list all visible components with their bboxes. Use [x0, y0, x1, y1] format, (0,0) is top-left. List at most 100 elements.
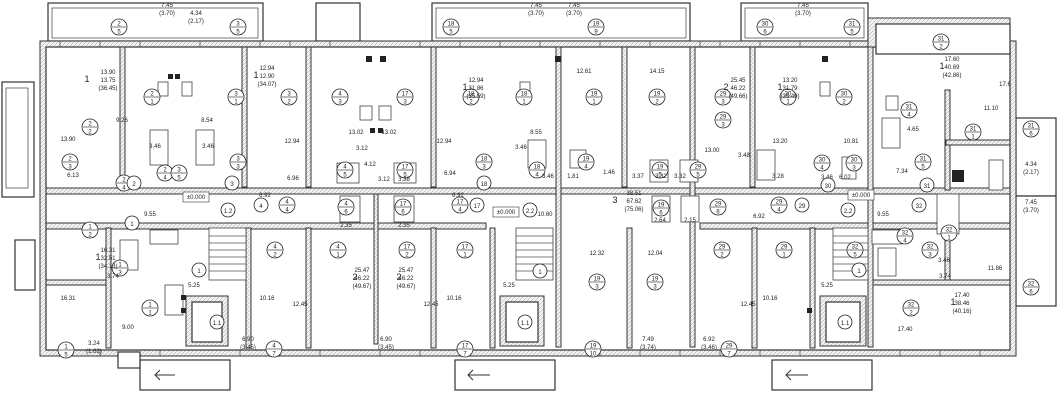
area-label: 7.34: [896, 169, 908, 175]
area-label: 31.86: [468, 86, 484, 92]
room-tag-apartment: 31: [938, 37, 945, 43]
corridor-wall: [45, 222, 487, 230]
room-tag-apartment: 19: [593, 22, 600, 28]
wall: [751, 227, 758, 349]
area-label: 5.25: [188, 283, 200, 289]
room-tag-apartment: 19: [652, 277, 659, 283]
room-tag-room: 4: [535, 173, 539, 179]
area-label: 3.74: [939, 274, 951, 280]
area-label: (3.70): [159, 11, 175, 17]
zone-marker-circle: [820, 177, 836, 193]
area-label: 3.46: [149, 144, 161, 150]
area-label: 46.22: [398, 276, 414, 282]
room-tag-room: 5: [449, 30, 453, 36]
area-label: 1.81: [567, 174, 579, 180]
room-tag-apartment: 31: [970, 127, 977, 133]
room-tag-apartment: 4: [273, 245, 277, 251]
area-label: 3.46: [938, 258, 950, 264]
zone-marker: 31: [924, 184, 931, 190]
wall: [945, 139, 1011, 146]
room-tag-apartment: 2: [88, 122, 92, 128]
vent-shafts: [168, 56, 964, 313]
room-tag-room: 1: [971, 135, 975, 141]
room-tag-room: 5: [850, 30, 854, 36]
room-tag-room: 7: [272, 352, 276, 358]
room-tag-apartment: 3: [177, 168, 181, 174]
room-tag-apartment: 17: [404, 245, 411, 251]
wall: [45, 279, 107, 286]
room-tag-room: 3: [721, 123, 725, 129]
zone-marker-circle: [469, 197, 485, 213]
room-tag-room: 4: [285, 208, 289, 214]
room-tag-room: 3: [236, 165, 240, 171]
area-label: (3.70): [795, 11, 811, 17]
area-label: (49.66): [728, 94, 747, 100]
bathtub-icon: [149, 129, 169, 166]
bathtub-icon: [149, 229, 179, 245]
area-label: 6.92: [703, 337, 715, 343]
zone-marker: 2.2: [844, 209, 853, 215]
room-tag-apartment: 30: [841, 92, 848, 98]
entrance-arrow-icon: [785, 369, 808, 381]
zone-marker-circle: [919, 177, 935, 193]
area-label: 9.55: [144, 212, 156, 218]
zone-marker: 29: [799, 204, 806, 210]
zone-marker-circle: [532, 263, 548, 279]
room-tag-apartment: 29: [781, 245, 788, 251]
vent-shaft-icon: [168, 74, 173, 79]
room-tag-apartment: 29: [719, 245, 726, 251]
room-tag-room: 1: [786, 100, 790, 106]
room-tag-room: 4: [777, 208, 781, 214]
room-tag-apartment: 19: [591, 92, 598, 98]
area-label: 3.24: [88, 341, 100, 347]
room-tag-apartment: 29: [720, 92, 727, 98]
room-tag-room: 1: [336, 253, 340, 259]
zone-marker-circle: [253, 197, 269, 213]
toilet-icon: [181, 81, 193, 97]
zone-marker: 1.1: [841, 321, 850, 327]
area-label: 4.34: [190, 11, 202, 17]
room-tag-apartment: 31: [906, 105, 913, 111]
corridor-wall: [45, 187, 1011, 195]
room-tag-apartment: 17: [462, 245, 469, 251]
area-label: 13.90: [60, 137, 76, 143]
stair-treads: [516, 235, 553, 272]
room-tag-room: 7: [463, 352, 467, 358]
wall: [489, 227, 496, 349]
zone-marker-circle: [794, 197, 810, 213]
zone-marker-circle: [851, 262, 867, 278]
area-label: 7.45: [797, 3, 809, 9]
room-tag-apartment: 29: [695, 165, 702, 171]
area-label: 6.02: [839, 175, 851, 181]
room-tag-apartment: 19: [590, 344, 597, 350]
area-label: 3.37: [632, 174, 644, 180]
bathtub-icon: [195, 129, 215, 166]
room-tag-apartment: 32: [946, 228, 953, 234]
room-tag-room: 4: [820, 166, 824, 172]
area-label: 32.51: [100, 256, 116, 262]
zone-marker: 17: [474, 204, 481, 210]
toilet-icon: [359, 105, 373, 121]
room-tag-apartment: 30: [762, 22, 769, 28]
vent-shaft-icon: [555, 56, 561, 62]
area-label: 13.02: [348, 130, 364, 136]
room-tag-room: 1: [148, 311, 152, 317]
room-tag-room: 6: [763, 30, 767, 36]
entrance-arrow-icon: [154, 369, 175, 381]
zone-marker: 2: [132, 182, 136, 188]
room-tag-apartment: 1: [118, 263, 122, 269]
zone-marker-circle: [476, 175, 492, 191]
area-label: (34.13): [98, 264, 117, 270]
level-mark: ±0.000: [497, 210, 516, 216]
room-tag-room: 4: [584, 165, 588, 171]
room-tag-apartment: 31: [1028, 124, 1035, 130]
zone-marker: 3: [230, 182, 234, 188]
area-label: (35.59): [466, 94, 485, 100]
room-tag-room: 5: [403, 173, 407, 179]
room-tag-apartment: 29: [715, 202, 722, 208]
area-label: 3.48: [738, 153, 750, 159]
area-label: 3.32: [674, 174, 686, 180]
area-label: (75.06): [624, 207, 643, 213]
area-label: 13.02: [381, 130, 397, 136]
level-mark: ±0.000: [852, 193, 871, 199]
